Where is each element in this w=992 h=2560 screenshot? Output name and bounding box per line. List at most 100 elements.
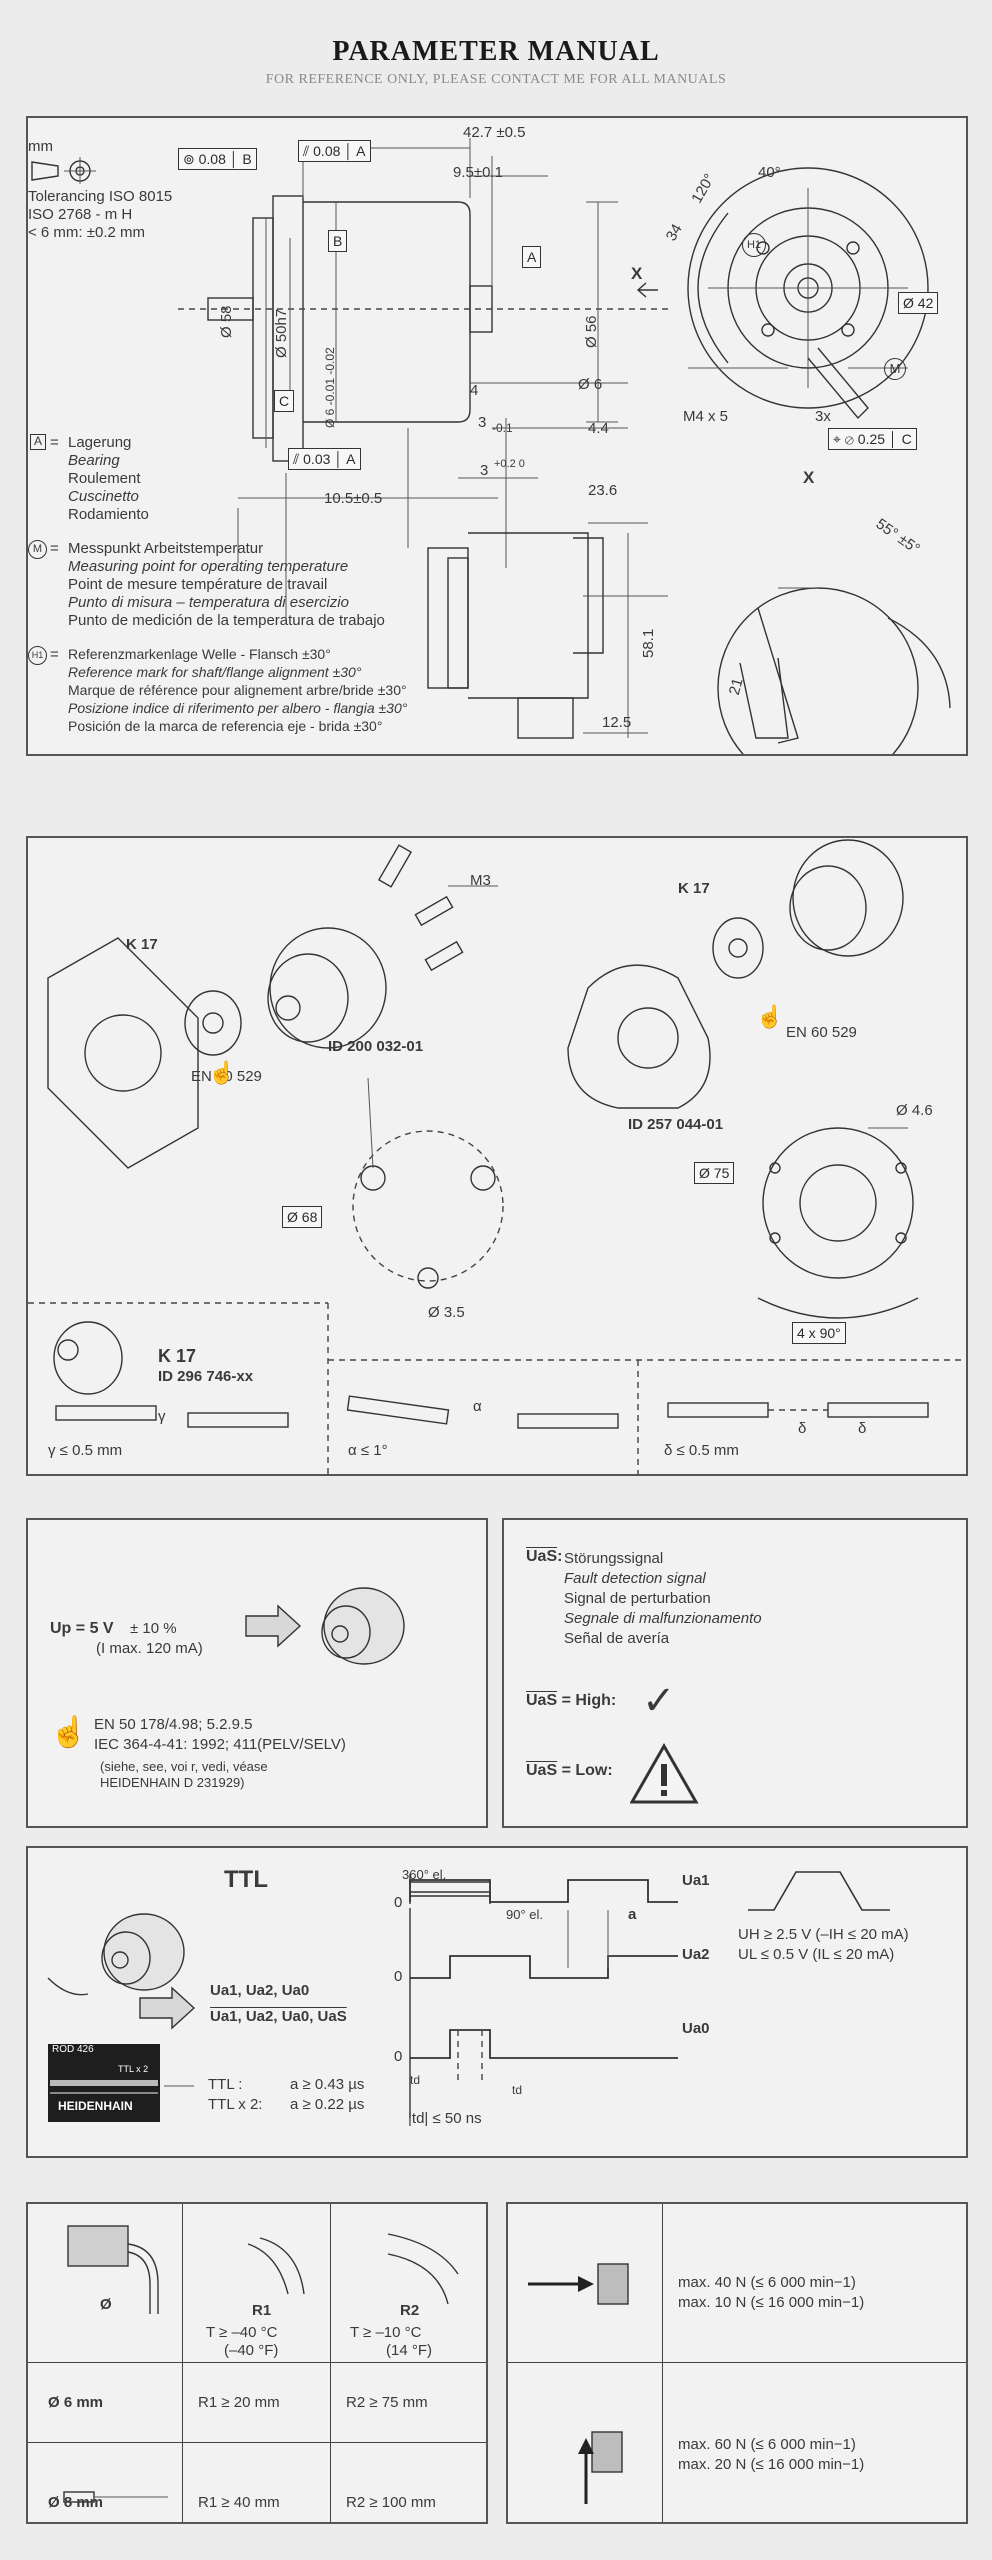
label-dia-75: Ø 75: [694, 1162, 735, 1184]
supply-tolerance: ± 10 %: [130, 1620, 177, 1637]
fcf-1-ref: B: [242, 151, 252, 167]
phi-label: Ø: [100, 2296, 112, 2313]
signals-line-2: Ua1, Ua2, Ua0, UaS: [210, 2008, 347, 2025]
legend-h1-line-5: Posición de la marca de referencia eje -…: [68, 718, 383, 734]
fault-line-1: Störungssignal: [564, 1550, 664, 1567]
legend-h1-line-4: Posizione indice di riferimento per albe…: [68, 700, 408, 716]
legend-m-line-5: Punto de medición de la temperatura de t…: [68, 612, 385, 629]
ttl-title: TTL: [224, 1866, 268, 1893]
feature-control-frame-2: ⫽ 0.08 │ A: [298, 140, 371, 162]
label-en60529-left: EN 60 529: [191, 1068, 262, 1085]
tolerance-gamma: γ ≤ 0.5 mm: [48, 1442, 123, 1459]
legend-m-line-1: Messpunkt Arbeitstemperatur: [68, 540, 264, 557]
fcf-4-value: 0.25: [857, 431, 886, 447]
legend-m-line-4: Punto di misura – temperatura di eserciz…: [68, 594, 349, 611]
fcf-3-value: 0.03: [303, 451, 331, 467]
datum-c: C: [274, 390, 295, 412]
level-high: UH ≥ 2.5 V (–IH ≤ 20 mA): [738, 1926, 909, 1943]
datum-b: B: [328, 230, 348, 252]
supply-panel: Up = 5 V ± 10 % (I max. 120 mA) ☝ EN 50 …: [26, 1518, 488, 1828]
ttl2-a-value: a ≥ 0.22 µs: [290, 2096, 365, 2113]
warning-icon: [630, 1742, 699, 1804]
cable-bending-panel: Ø R1 R2 T ≥ –40 °C (–40 °F) T ≥ –10 °C (…: [26, 2202, 488, 2524]
legend-h1-eq: =: [50, 646, 59, 663]
label-dia-4-6: Ø 4.6: [896, 1102, 933, 1119]
row2-diameter: Ø 8 mm: [48, 2494, 104, 2511]
label-td-2: td: [512, 2083, 523, 2097]
cable-illustrations: [63, 2225, 459, 2503]
dim-overall-length: 42.7 ±0.5: [463, 124, 526, 141]
legend-a-line-2: Bearing: [68, 452, 120, 469]
r1-label: R1: [252, 2302, 272, 2319]
tag-brand: HEIDENHAIN: [58, 2099, 133, 2113]
label-en60529-right: EN 60 529: [786, 1024, 857, 1041]
uas-low: UaS = Low:: [526, 1762, 613, 1780]
fcf-2-value: 0.08: [313, 143, 341, 159]
legend-a-line-3: Roulement: [68, 470, 141, 487]
dim-3b: 3: [480, 462, 489, 479]
shaft-load-panel: max. 40 N (≤ 6 000 min−1) max. 10 N (≤ 1…: [506, 2202, 968, 2524]
uas-high-sym: UaS: [526, 1692, 558, 1709]
legend-h1-symbol: H1: [28, 646, 47, 665]
marker-h1: H1: [742, 233, 766, 257]
label-k17-right: K 17: [678, 880, 710, 897]
fcf-4-ref: C: [901, 431, 912, 447]
timing-td-limit: |td| ≤ 50 ns: [408, 2110, 482, 2127]
label-ua2: Ua2: [682, 1946, 710, 1963]
legend-m-eq: =: [50, 540, 59, 557]
label-4x90: 4 x 90°: [792, 1322, 846, 1344]
norm-hand-icon: ☝: [50, 1716, 88, 1749]
ttl-panel: TTL 360° el. 90° el. a 0 0 0 Ua1: [26, 1846, 968, 2158]
r2-temp-f: (14 °F): [386, 2342, 433, 2359]
col-divider-1: [182, 2204, 183, 2522]
label-dia-68: Ø 68: [282, 1206, 323, 1228]
legend-m-line-2: Measuring point for operating temperatur…: [68, 558, 349, 575]
uas-low-sym: UaS: [526, 1762, 558, 1779]
fcf-2-ref: A: [356, 143, 366, 159]
row2-r1: R1 ≥ 40 mm: [198, 2494, 280, 2511]
legend-h1-line-2: Reference mark for shaft/flange alignmen…: [68, 664, 362, 680]
r2-label: R2: [400, 2302, 420, 2319]
legend-m-line-3: Point de mesure température de travail: [68, 576, 328, 593]
norm-line-1: EN 50 178/4.98; 5.2.9.5: [94, 1716, 253, 1733]
alpha-symbol: α: [473, 1398, 482, 1415]
tolerancing-line-2: ISO 2768 - m H: [28, 206, 133, 223]
label-m3: M3: [470, 872, 491, 889]
ip-hand-icon-right: ☝: [756, 1004, 784, 1029]
page-subtitle: FOR REFERENCE ONLY, PLEASE CONTACT ME FO…: [265, 72, 727, 87]
mounting-panel: M3 K 17 K 17 ID 200 032-01 ID 257 044-01…: [26, 836, 968, 1476]
legend-a-eq: =: [50, 434, 59, 451]
checkmark-icon: ✓: [642, 1679, 676, 1723]
r1-temp-f: (–40 °F): [224, 2342, 279, 2359]
level-low: UL ≤ 0.5 V (IL ≤ 20 mA): [738, 1946, 895, 1963]
view-x-label-1: X: [631, 264, 643, 283]
dim-3-tol: -0.1: [492, 421, 513, 435]
legend-h1-line-3: Marque de référence pour alignement arbr…: [68, 682, 407, 698]
legend-a-symbol: A: [30, 434, 47, 450]
dim-58-1: 58.1: [640, 628, 657, 658]
r1-temp: T ≥ –40 °C: [206, 2324, 278, 2341]
dim-dia-6: Ø 6: [578, 376, 603, 393]
load-col-divider: [662, 2204, 663, 2522]
row-divider-2: [28, 2442, 486, 2443]
label-td-1: td: [410, 2073, 421, 2087]
dim-dia-58: Ø 58: [218, 305, 235, 338]
datum-a: A: [522, 246, 542, 268]
view-x-label-2: X: [803, 468, 815, 487]
fcf-1-value: 0.08: [198, 151, 226, 167]
r2-temp: T ≥ –10 °C: [350, 2324, 422, 2341]
uas-high-text: = High:: [561, 1692, 617, 1709]
dim-3b-tol: +0.2 0: [494, 458, 525, 470]
legend-h1-line-1: Referenzmarkenlage Welle - Flansch ±30°: [68, 646, 331, 662]
dim-40deg: 40°: [758, 164, 781, 181]
uas-label: UaS: [526, 1548, 558, 1565]
dimension-drawing: [178, 138, 951, 754]
delta-symbol-1: δ: [798, 1420, 807, 1437]
fcf-3-ref: A: [346, 451, 356, 467]
label-id-200032: ID 200 032-01: [328, 1038, 424, 1055]
legend-m-symbol: M: [28, 540, 47, 559]
fault-line-2: Fault detection signal: [564, 1570, 706, 1587]
ttl-a-label: TTL :: [208, 2076, 243, 2093]
tag-model: ROD 426: [52, 2044, 94, 2055]
ttl2-a-label: TTL x 2:: [208, 2096, 263, 2113]
